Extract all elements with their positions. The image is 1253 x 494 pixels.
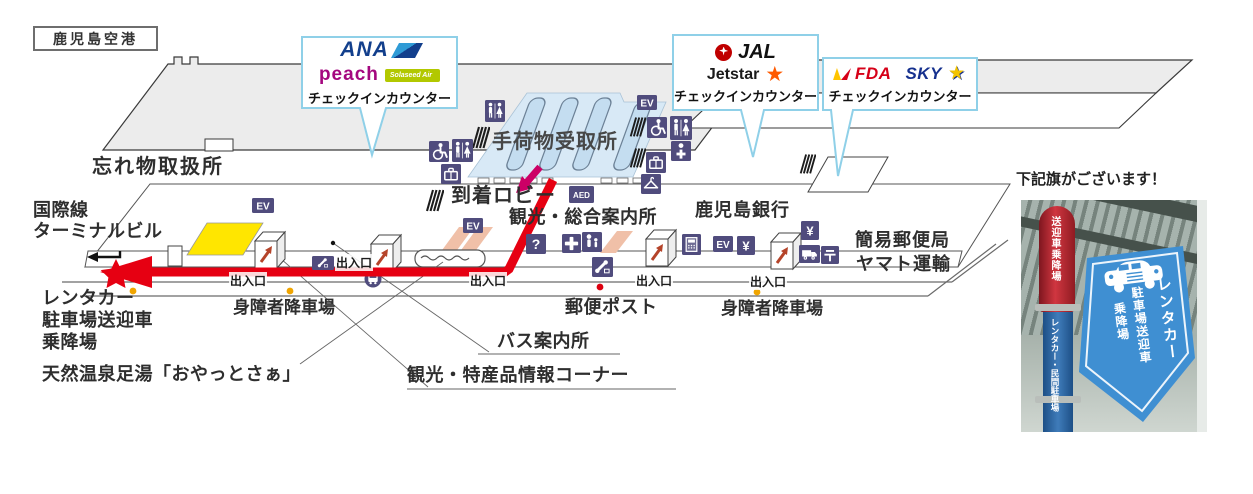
mail-post-marker	[596, 283, 604, 291]
checkin-callout-fda-sky: FDA SKY ★ チェックインカウンター	[823, 58, 977, 110]
public-phone-icon	[312, 256, 334, 270]
post-office-label: 簡易郵便局	[855, 230, 950, 250]
callout-frames	[301, 34, 978, 177]
checkin-counter-label: チェックインカウンター	[828, 88, 972, 104]
international-terminal-label-2: ターミナルビル	[33, 221, 163, 241]
carousel	[506, 97, 546, 171]
bank-label: 鹿児島銀行	[695, 200, 790, 220]
escalator-icon	[799, 153, 816, 175]
international-terminal-label-1: 国際線	[33, 200, 89, 220]
mail-post-label: 郵便ポスト	[565, 297, 658, 317]
carousel	[539, 97, 579, 171]
toilet-icon	[670, 116, 692, 140]
toilet-icon	[452, 139, 473, 162]
disabled-dropoff-label: 身障者降車場	[721, 299, 823, 318]
jal-logo: JAL	[738, 40, 776, 63]
disabled-dropoff-marker	[753, 288, 761, 296]
exit-label: 出入口	[335, 254, 374, 271]
checkin-counter-label: チェックインカウンター	[307, 91, 451, 106]
pole-clamp	[1035, 304, 1081, 311]
international-direction-arrow	[87, 251, 122, 262]
fda-logo: FDA	[855, 63, 892, 83]
yamato-label: ヤマト運輸	[856, 254, 951, 274]
fda-triangle-icon	[833, 67, 851, 80]
elevator-icon: EV	[640, 99, 654, 110]
jetstar-logo: Jetstar	[706, 65, 760, 83]
currency-exchange-icon: ¥	[806, 224, 814, 239]
wheelchair-icon	[647, 117, 667, 138]
aed-icon: AED	[573, 191, 590, 200]
international-shuttle-zone	[186, 222, 264, 256]
tourist-info-label: 観光・総合案内所	[509, 207, 657, 227]
cloakroom-icon	[641, 174, 661, 194]
dropoff-marker	[129, 287, 137, 295]
clinic-icon	[562, 234, 581, 253]
elevator-icon: EV	[256, 202, 270, 213]
flag-caption: 下記旗がございます！	[1016, 171, 1167, 188]
leader-dot	[330, 240, 336, 246]
exit-label: 出入口	[749, 273, 788, 290]
wheelchair-icon	[429, 141, 449, 162]
rentacar-label-2: 駐車場送迎車	[42, 310, 153, 330]
exit-label: 出入口	[635, 272, 674, 289]
pole-top-text: 送迎車乗降場	[1049, 216, 1060, 282]
rentacar-label-3: 乗降場	[42, 332, 98, 352]
checkin-callout-jal: JAL Jetstar ★ チェックインカウンター	[673, 35, 818, 110]
rentacar-label-1: レンタカー	[42, 288, 135, 308]
rentacar-flag	[1079, 246, 1195, 422]
disabled-dropoff-marker	[286, 287, 294, 295]
arrival-lobby-label: 到着ロビー	[451, 185, 556, 207]
ana-slash-icon	[390, 42, 423, 58]
information-icon: ?	[532, 236, 541, 252]
solaseed-air-logo: Solaseed Air	[384, 68, 441, 82]
lost-and-found-label: 忘れ物取扱所	[92, 156, 224, 178]
flag-photo: 送迎車乗降場 レンタカー・民間駐車場 レンタカー 駐車場送迎車 乗降場	[1021, 200, 1207, 432]
toilet-icon	[485, 100, 505, 122]
signal-pole-blue	[1043, 312, 1073, 432]
skymark-logo: SKY	[905, 63, 942, 83]
footbath-label: 天然温泉足湯「おやっとさぁ」	[42, 364, 301, 384]
ana-logo: ANA	[340, 38, 389, 61]
entrance-doors	[167, 228, 803, 273]
jal-crane-icon	[715, 43, 733, 61]
car-icon	[1104, 260, 1163, 293]
baggage-claim-zone	[467, 92, 667, 184]
elevator-icon: EV	[716, 240, 730, 251]
first-aid-room-icon	[671, 141, 691, 161]
exit-label: 出入口	[469, 272, 508, 289]
public-phone-icon	[592, 257, 613, 277]
signal-pole-red	[1039, 206, 1075, 312]
atm-icon	[682, 234, 701, 255]
checkin-counter-label: チェックインカウンター	[673, 88, 817, 104]
baby-room-icon	[582, 232, 602, 252]
checkin-callout-ana: ANA peach Solaseed Air チェックインカウンター	[302, 37, 457, 108]
skymark-star-icon: ★	[947, 62, 965, 84]
arrival-exit-arrow	[516, 164, 543, 193]
baggage-claim-label: 手荷物受取所	[492, 131, 618, 153]
pole-clamp	[1035, 396, 1081, 403]
currency-exchange-icon: ¥	[742, 239, 750, 254]
tourism-corner-label: 観光・特産品情報コーナー	[407, 365, 629, 385]
exit-label: 出入口	[229, 272, 268, 289]
facility-icons: EV EV EV EV AED ? ¥ ¥	[252, 95, 839, 277]
elevator-icon: EV	[466, 222, 480, 233]
disabled-dropoff-label: 身障者降車場	[233, 298, 335, 317]
jetstar-star-icon: ★	[765, 62, 785, 86]
lobby-benches	[477, 177, 645, 184]
footbath-zone	[414, 227, 633, 268]
pole-bottom-text: レンタカー・民間駐車場	[1050, 318, 1060, 412]
route-star	[100, 259, 132, 288]
post-office-icon	[821, 246, 839, 264]
coin-locker-icon	[646, 152, 666, 173]
peach-logo: peach	[318, 64, 379, 85]
page-title: 鹿児島空港	[33, 26, 158, 51]
photo-pillar	[1197, 200, 1207, 432]
bus-info-label: バス案内所	[497, 331, 590, 351]
carousel	[572, 97, 612, 171]
coin-locker-icon	[441, 164, 461, 184]
delivery-truck-icon	[799, 245, 820, 263]
